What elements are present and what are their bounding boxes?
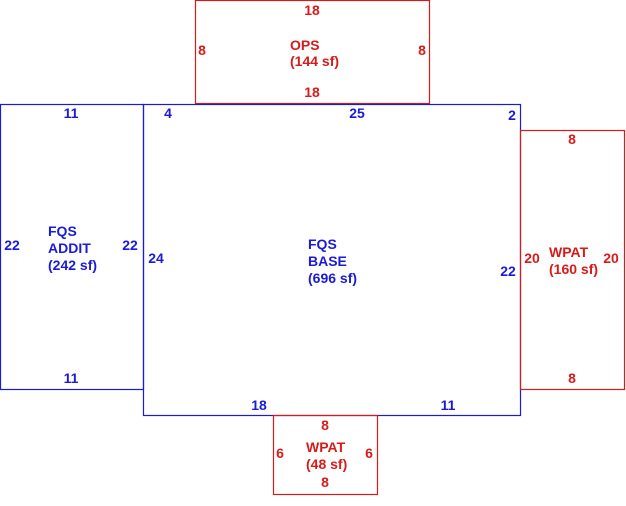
ops-name: OPS	[290, 37, 320, 53]
wpat-right-dim-top: 8	[568, 131, 576, 147]
fqs-addit-dim-left: 22	[4, 237, 20, 253]
wpat-bottom-dim-right: 6	[365, 445, 373, 461]
fqs-addit-dim-right: 22	[122, 237, 138, 253]
wpat-bottom-dim-top: 8	[321, 417, 329, 433]
wpat-bottom-name: WPAT	[306, 439, 346, 455]
ops-dim-right: 8	[418, 42, 426, 58]
fqs-base-name-line2: BASE	[308, 253, 347, 269]
ops-outline	[194, 0, 431, 105]
wpat-right-outline	[519, 129, 626, 391]
fqs-addit-area: (242 sf)	[48, 257, 97, 273]
fqs-addit-name-line1: FQS	[48, 223, 77, 239]
fqs-base-area: (696 sf)	[308, 270, 357, 286]
wpat-right-dim-right: 20	[603, 250, 619, 266]
wpat-right-area: (160 sf)	[549, 261, 598, 277]
ops-dim-left: 8	[198, 42, 206, 58]
fqs-base-dim-right: 22	[500, 263, 516, 279]
ops-area: (144 sf)	[290, 53, 339, 69]
fqs-addit-dim-bottom: 11	[64, 370, 79, 386]
wpat-right-dim-left: 20	[524, 250, 540, 266]
wpat-right-name: WPAT	[549, 244, 589, 260]
fqs-base-dim-left: 24	[148, 250, 164, 266]
fqs-base-dim-top: 25	[349, 105, 365, 121]
fqs-addit-dim-top: 11	[64, 105, 79, 121]
wpat-bottom-dim-left: 6	[276, 445, 284, 461]
fqs-base-dim-top-right: 2	[508, 107, 516, 123]
fqs-base-name-line1: FQS	[308, 236, 337, 252]
wpat-bottom-area: (48 sf)	[306, 456, 347, 472]
wpat-bottom-outline	[272, 414, 379, 496]
wpat-right-dim-bottom: 8	[568, 370, 576, 386]
fqs-base-dim-bottom-left: 18	[251, 397, 267, 413]
wpat-bottom-dim-bottom: 8	[321, 474, 329, 490]
fqs-addit-name-line2: ADDIT	[48, 240, 91, 256]
fqs-base-dim-bottom-right: 11	[441, 397, 456, 413]
ops-dim-bottom: 18	[304, 84, 320, 100]
ops-dim-top: 18	[304, 2, 320, 18]
fqs-base-dim-top-left: 4	[164, 105, 172, 121]
